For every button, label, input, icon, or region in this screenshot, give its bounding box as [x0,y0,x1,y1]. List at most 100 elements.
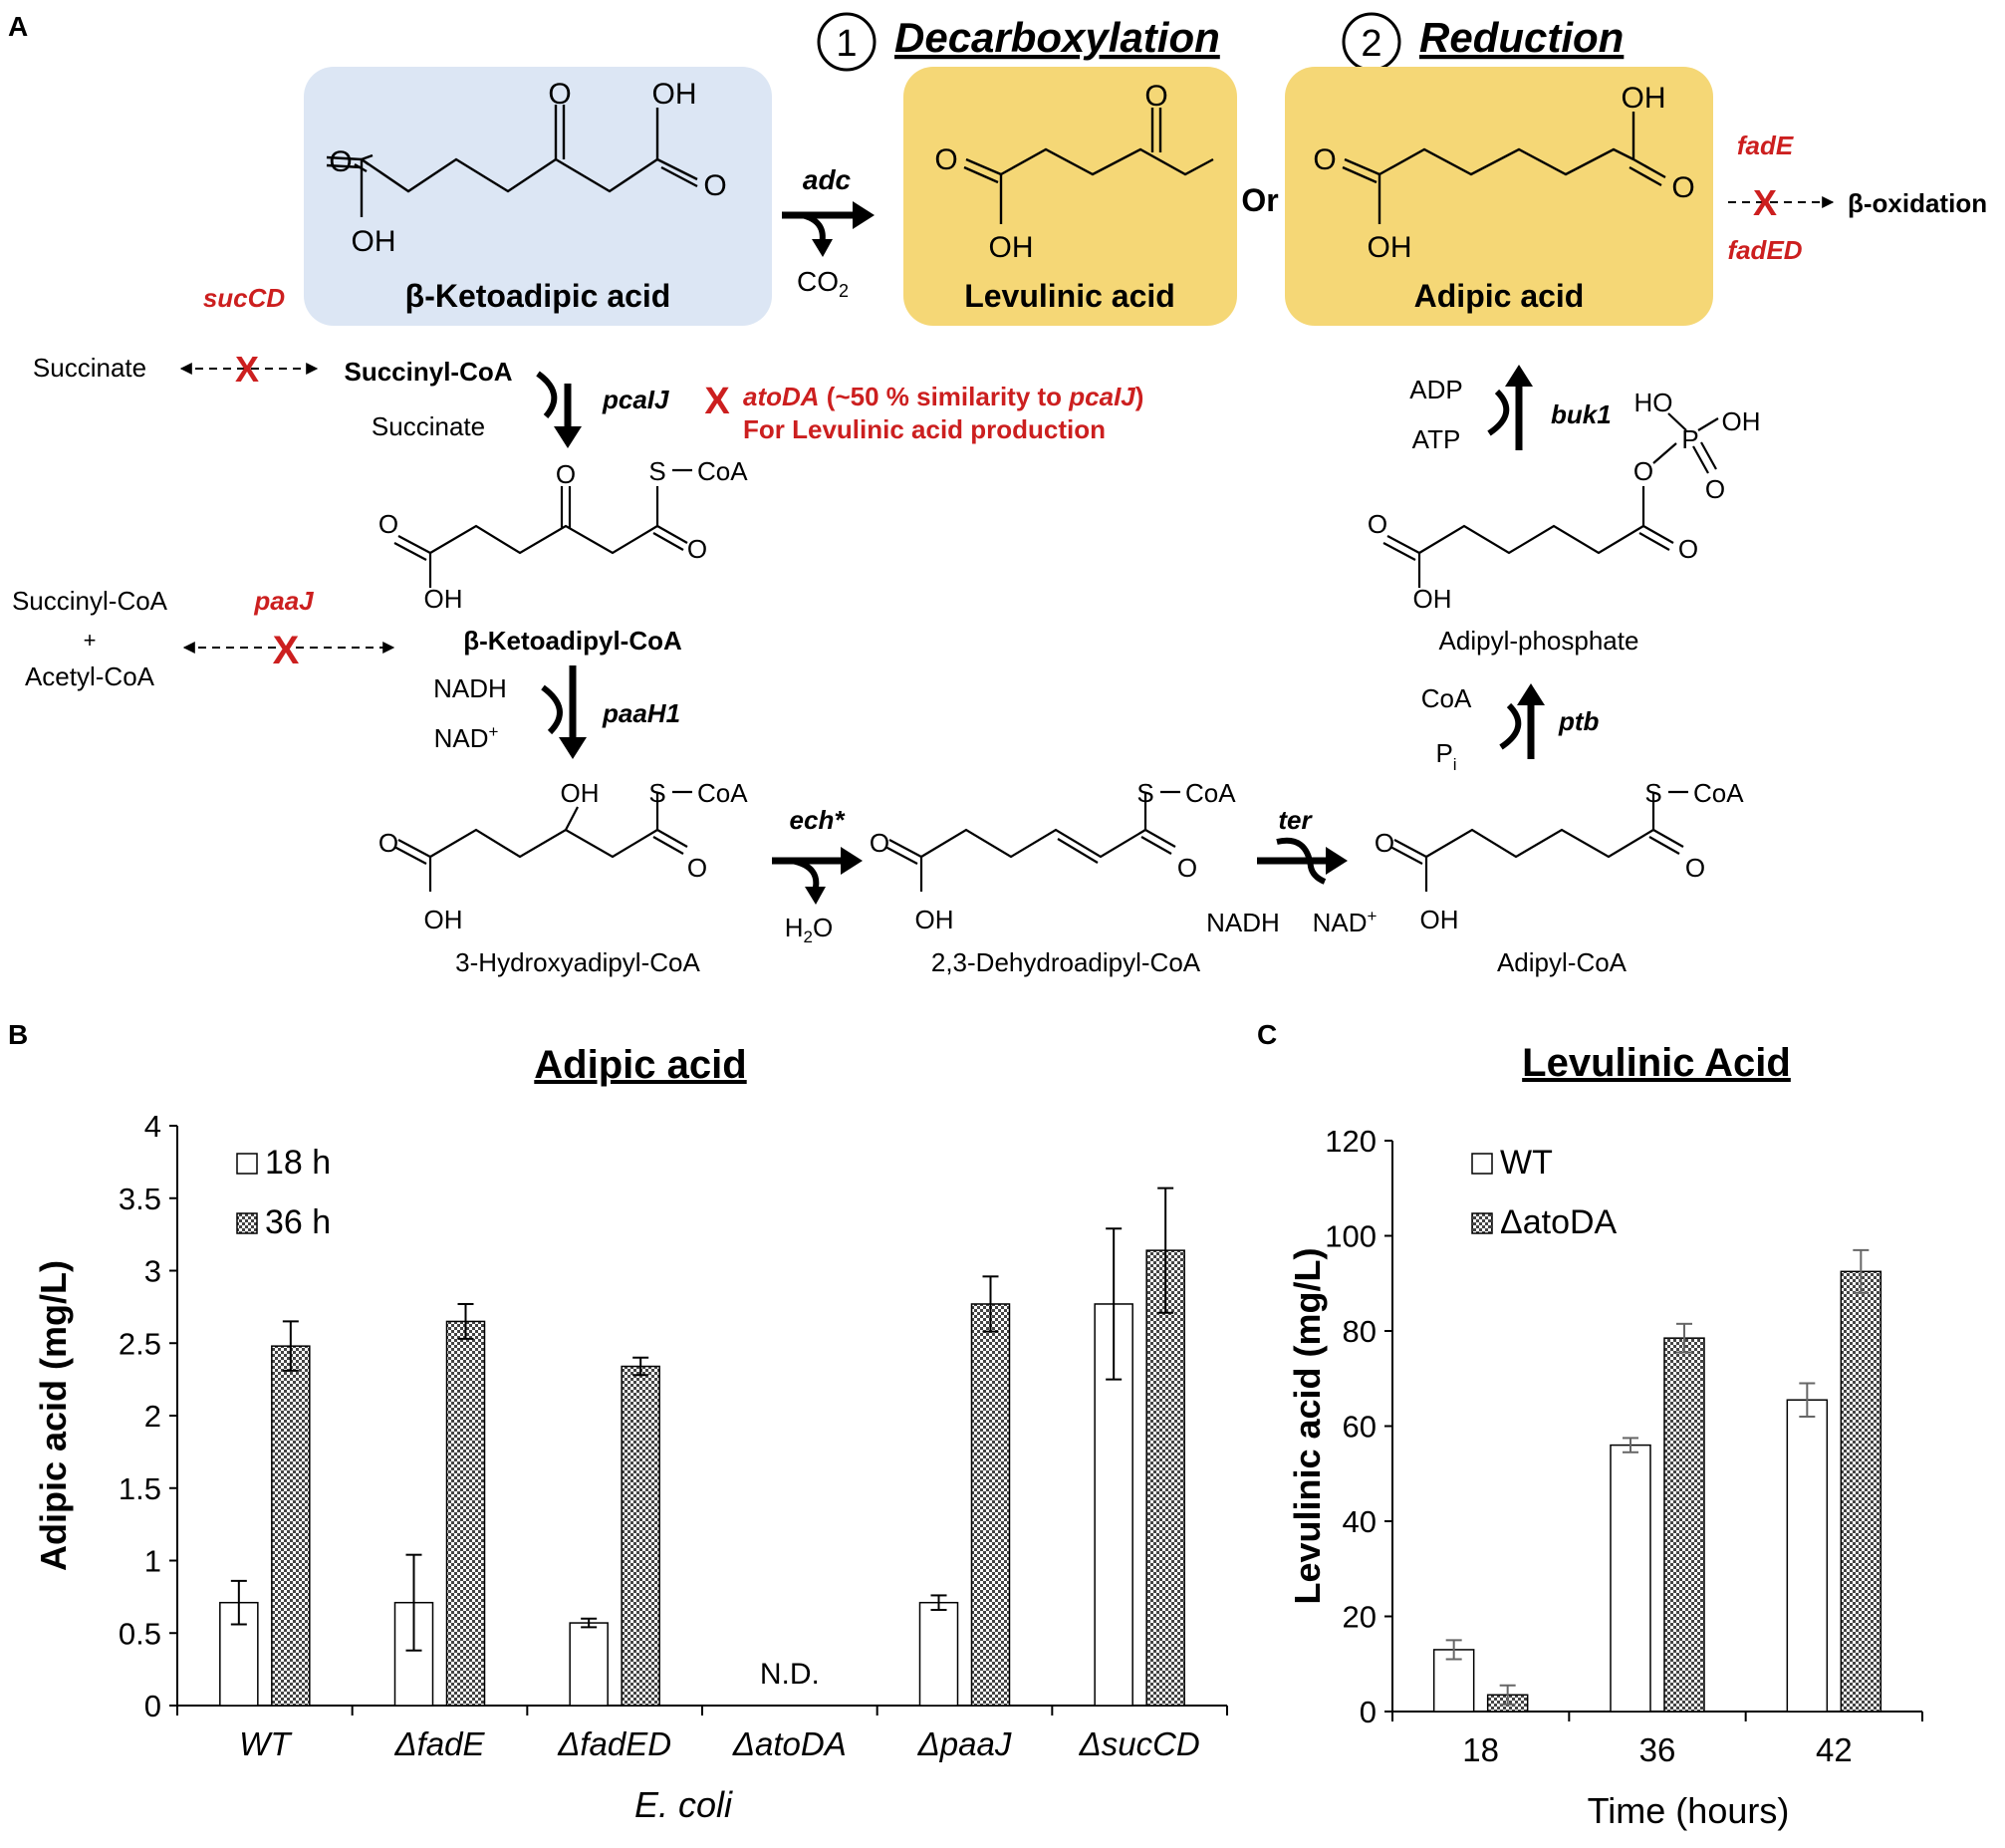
x-tick-label: WT [239,1725,293,1762]
y-tick-label: 40 [1343,1504,1377,1539]
pi-label: Pi [1435,738,1456,774]
atom-O: O [378,828,398,858]
atom-O: O [1678,534,1698,564]
levulinic-structure [963,108,1214,224]
pcaIJ-arrow [536,371,582,448]
adipyl-phosphate-atoms: O OH O P HO OH O O [1368,388,1761,614]
chart-title: Adipic acid [534,1043,746,1087]
legend-swatch [236,1212,258,1234]
dehydro-coa-atoms: O OH S CoA O [870,778,1236,934]
knockout-paaJ: paaJ [253,586,314,616]
y-tick-label: 120 [1325,1124,1377,1159]
atom-OH: OH [1413,584,1452,614]
atoDA-note-line2: For Levulinic acid production [743,414,1106,444]
dehydro-coa-structure [884,790,1180,892]
y-tick-label: 1 [144,1544,161,1579]
y-tick-label: 2 [144,1399,161,1434]
step-number: 1 [836,23,857,65]
atom-O: O [556,459,576,489]
bar [1786,1399,1829,1713]
atom-OH: OH [1622,82,1666,115]
adp-label: ADP [1409,375,1462,404]
adipyl-coa-structure [1389,790,1688,892]
atom-OH: OH [352,225,396,258]
step-label: Decarboxylation [894,14,1220,61]
atom-OH: OH [1420,905,1459,934]
keto-acid-atoms: O OH O OH O [329,78,726,258]
y-tick-label: 0 [144,1689,161,1723]
y-tick-label: 4 [144,1109,161,1144]
x-tick-label: ΔsucCD [1079,1725,1200,1762]
knockout-sucCD: sucCD [203,283,286,313]
atom-CoA: CoA [697,778,748,808]
atom-S: S [648,456,665,486]
y-tick-label: 20 [1343,1600,1377,1635]
atom-O: O [703,169,726,202]
adipyl-coa-label: Adipyl-CoA [1497,947,1628,977]
knockout-fadE: fadE [1737,131,1794,160]
bar [1145,1249,1185,1707]
chart-title: Levulinic Acid [1522,1041,1791,1085]
bar [271,1345,311,1707]
step-header-decarboxylation: 1 Decarboxylation [817,12,1220,72]
atom-O: O [1671,171,1694,204]
panel-label-c: C [1257,1019,1277,1050]
nadh-label: NADH [433,673,507,703]
atom-O: O [1375,828,1394,858]
legend-label: ΔatoDA [1500,1203,1618,1241]
atom-O: O [934,143,957,176]
coa-label: CoA [1421,683,1472,713]
adipic-structure [1342,112,1666,224]
bar [970,1303,1011,1707]
hydroxy-coa-label: 3-Hydroxyadipyl-CoA [455,947,700,977]
atom-O: O [687,534,707,564]
atom-O: O [687,853,707,883]
levulinic-acid-box [903,67,1237,326]
adipic-acid-box [1285,67,1713,326]
panel-label-b: B [8,1019,28,1050]
bar [918,1601,959,1707]
enzyme-ech: ech* [790,805,847,835]
beta-oxidation-label: β-oxidation [1848,188,1987,218]
bar [1663,1337,1705,1713]
x-axis-label: E. coli [634,1784,733,1825]
knockout-x-mark: X [704,381,730,422]
succinate-in-label: Succinate [372,411,485,441]
h2o-label: H2O [785,913,833,946]
knockout-fadED: fadED [1727,235,1802,265]
adipyl-coa-atoms: O OH S CoA O [1375,778,1744,934]
adc-arrow [782,201,875,257]
atom-S: S [1644,778,1661,808]
keto-coa-structure [393,468,692,588]
ter-arrow [1257,837,1348,885]
atom-OH: OH [1368,231,1412,264]
atp-label: ATP [1412,424,1461,454]
nad-label: NAD+ [434,722,499,753]
panel-label-a: A [8,11,28,42]
x-tick-label: ΔatoDA [732,1725,847,1762]
paaH1-arrow [541,665,587,759]
atom-CoA: CoA [697,456,748,486]
y-axis-label: Adipic acid (mg/L) [33,1260,74,1571]
y-tick-label: 1.5 [119,1471,161,1506]
atom-CoA: CoA [1693,778,1744,808]
not-detected-label: N.D. [760,1658,820,1691]
enzyme-adc: adc [803,164,852,195]
knockout-x-mark: X [235,349,259,390]
atom-OH: OH [424,905,463,934]
atoDA-note-line1: atoDA (~50 % similarity to pcaIJ) [743,382,1143,411]
levulinic-atoms: O OH O [934,80,1167,264]
atom-S: S [648,778,665,808]
knockout-x-mark: X [1753,182,1777,223]
y-tick-label: 60 [1343,1410,1377,1445]
y-tick-label: 100 [1325,1219,1377,1254]
atom-OH: OH [1722,406,1761,436]
enzyme-pcaIJ: pcaIJ [602,385,669,414]
legend-label: 36 h [265,1203,331,1241]
adipic-atoms: O OH OH O [1313,82,1694,264]
ech-arrow [772,847,863,905]
keto-acid-structure [326,105,698,217]
succinyl-coa-left: Succinyl-CoA [12,586,168,616]
atom-OH: OH [424,584,463,614]
